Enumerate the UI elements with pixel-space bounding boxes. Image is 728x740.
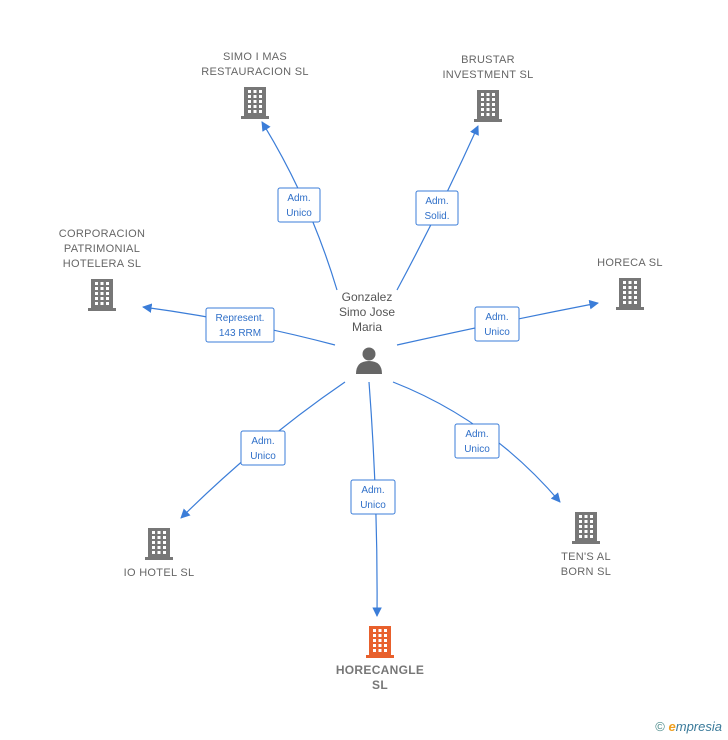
company-node-tens-al-born[interactable]: TEN'S AL BORN SL: [561, 512, 611, 578]
brand-footer: © empresia: [655, 719, 722, 734]
building-icon: [145, 528, 173, 560]
company-name-line: HOTELERA SL: [63, 258, 142, 270]
edge-label-horecangle: Adm. Unico: [350, 479, 396, 515]
edge-label-line: Unico: [360, 500, 386, 511]
company-name-line: SL: [372, 678, 388, 692]
edge-label-line: Adm.: [465, 429, 488, 440]
edge-label-line: Adm.: [287, 193, 310, 204]
person-name-line: Gonzalez: [342, 290, 393, 304]
company-node-io-hotel[interactable]: IO HOTEL SL: [124, 528, 195, 579]
company-node-corporacion[interactable]: CORPORACION PATRIMONIAL HOTELERA SL: [59, 228, 145, 311]
company-name-line: TEN'S AL: [561, 551, 611, 563]
edge-label-line: Solid.: [424, 211, 449, 222]
company-name-line: PATRIMONIAL: [64, 243, 140, 255]
edge-label-io-hotel: Adm. Unico: [240, 430, 286, 466]
edge-label-line: Represent.: [216, 313, 265, 324]
building-icon: [366, 626, 394, 658]
edge-label-simo-i-mas: Adm. Unico: [277, 187, 321, 223]
edge-label-line: 143 RRM: [219, 328, 261, 339]
company-name-line: BRUSTAR: [461, 54, 515, 66]
company-node-horeca[interactable]: HORECA SL: [597, 257, 663, 310]
person-name-line: Simo Jose: [339, 305, 395, 319]
building-icon: [474, 90, 502, 122]
building-icon: [241, 87, 269, 119]
edge-label-corporacion: Represent. 143 RRM: [205, 307, 275, 343]
building-icon: [616, 278, 644, 310]
company-name-line: INVESTMENT SL: [442, 69, 533, 81]
brand-name: mpresia: [675, 719, 722, 734]
company-name-line: CORPORACION: [59, 228, 145, 240]
company-node-simo-i-mas[interactable]: SIMO I MAS RESTAURACION SL: [201, 51, 309, 119]
edge-label-line: Adm.: [361, 485, 384, 496]
person-name-line: Maria: [352, 320, 382, 334]
company-name-line: IO HOTEL SL: [124, 567, 195, 579]
person-icon: [356, 347, 382, 374]
company-name-line: HORECA SL: [597, 257, 663, 269]
brand-initial: e: [668, 719, 676, 734]
company-name-line: SIMO I MAS: [223, 51, 287, 63]
edge-label-tens-al-born: Adm. Unico: [454, 423, 500, 459]
edge-label-line: Unico: [250, 451, 276, 462]
company-name-line: BORN SL: [561, 566, 611, 578]
edge-label-line: Unico: [286, 208, 312, 219]
copyright-symbol: ©: [655, 719, 665, 734]
edge-label-line: Unico: [464, 444, 490, 455]
edge-label-line: Adm.: [485, 312, 508, 323]
edge-label-line: Unico: [484, 327, 510, 338]
edge-label-brustar: Adm. Solid.: [415, 190, 459, 226]
company-name-line: RESTAURACION SL: [201, 66, 309, 78]
edge-label-line: Adm.: [425, 196, 448, 207]
edge-label-horeca: Adm. Unico: [474, 306, 520, 342]
company-name-line: HORECANGLE: [336, 663, 424, 677]
building-icon: [88, 279, 116, 311]
building-icon: [572, 512, 600, 544]
company-node-brustar[interactable]: BRUSTAR INVESTMENT SL: [442, 54, 533, 122]
edge-label-line: Adm.: [251, 436, 274, 447]
